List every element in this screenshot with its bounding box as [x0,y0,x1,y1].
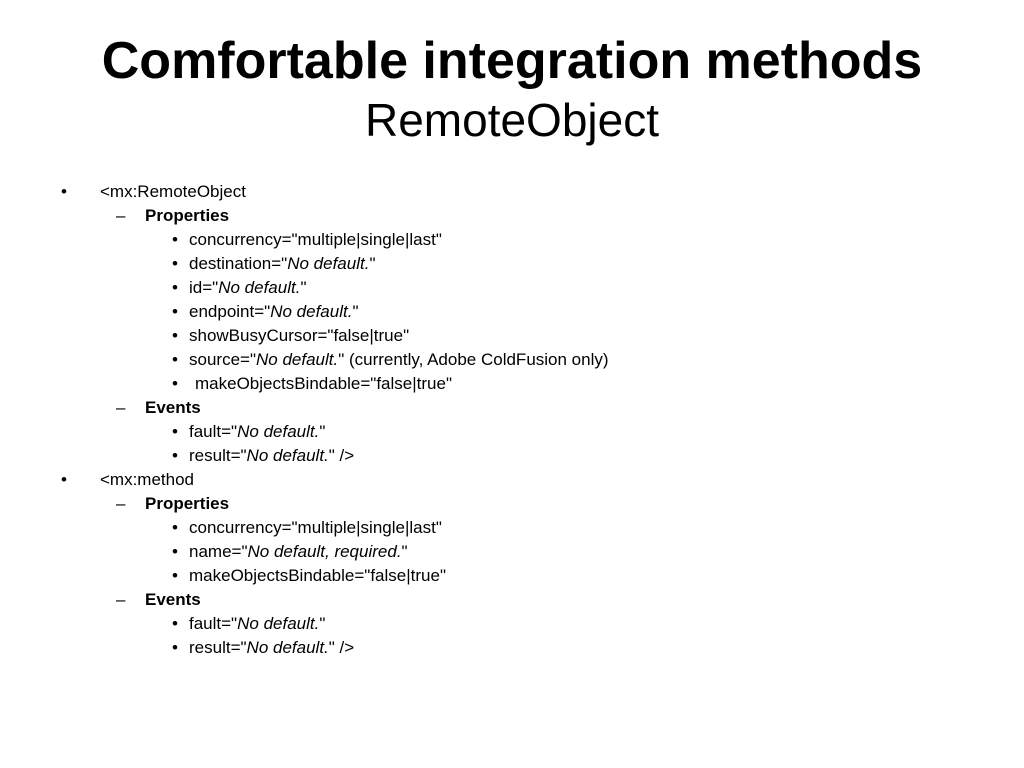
dash-bullet-icon: – [116,398,126,417]
text-segment: makeObjectsBindable="false|true" [189,566,446,585]
text-segment: fault=" [189,614,238,633]
list-item-text: Properties [145,494,230,513]
list-item-text: source="No default." (currently, Adobe C… [189,348,609,372]
list-item-text: result="No default." /> [189,636,354,660]
list-item-text: destination="No default." [189,252,375,276]
text-segment: " (currently, Adobe ColdFusion only) [338,350,609,369]
text-segment: " [352,302,359,321]
bullet-icon: • [61,470,67,489]
bullet-icon: • [172,446,178,465]
slide-title: Comfortable integration methods [101,32,923,90]
dash-bullet-icon: – [116,494,126,513]
bullet-icon: • [172,350,178,369]
text-segment: " /> [328,638,355,657]
italic-default-value: No default. [218,278,301,297]
text-segment: name=" [189,542,248,561]
bullet-icon: • [172,374,178,393]
text-segment: concurrency="multiple|single|last" [189,518,442,537]
list-item-text: makeObjectsBindable="false|true" [189,564,446,588]
list-item-text: fault="No default." [189,612,325,636]
bullet-icon: • [172,542,178,561]
list-item-text: endpoint="No default." [189,300,358,324]
bullet-icon: • [172,278,178,297]
bullet-icon: • [172,302,178,321]
italic-default-value: No default. [270,302,353,321]
bullet-icon: • [172,614,178,633]
text-segment: endpoint=" [189,302,271,321]
text-segment: " [300,278,307,297]
list-item-text: <mx:RemoteObject [100,182,246,201]
bullet-icon: • [172,254,178,273]
bullet-icon: • [172,422,178,441]
text-segment: " [319,614,326,633]
bullet-icon: • [172,566,178,585]
list-item-text: result="No default." /> [189,444,354,468]
text-segment: destination=" [189,254,288,273]
dash-bullet-icon: – [116,206,126,225]
text-segment: showBusyCursor="false|true" [189,326,410,345]
text-segment: " [369,254,376,273]
list-item-text: Properties [145,206,230,225]
list-item-text: fault="No default." [189,420,325,444]
list-item-text: makeObjectsBindable="false|true" [195,372,452,396]
slide-subtitle: RemoteObject [364,94,659,146]
list-item-text: Events [145,590,201,609]
italic-default-value: No default. [237,422,320,441]
text-segment: makeObjectsBindable="false|true" [195,374,452,393]
dash-bullet-icon: – [116,590,126,609]
list-item-text: concurrency="multiple|single|last" [189,516,442,540]
text-segment: " [401,542,408,561]
list-item-text: Events [145,398,201,417]
bullet-icon: • [172,518,178,537]
text-segment: fault=" [189,422,238,441]
list-item-text: showBusyCursor="false|true" [189,324,409,348]
list-item-text: name="No default, required." [189,540,408,564]
italic-default-value: No default. [287,254,370,273]
italic-default-value: No default, required. [247,542,402,561]
text-segment: concurrency="multiple|single|last" [189,230,442,249]
list-item-text: <mx:method [100,470,195,489]
italic-default-value: No default. [246,446,329,465]
text-segment: " /> [328,446,355,465]
bullet-icon: • [172,230,178,249]
italic-default-value: No default. [256,350,339,369]
italic-default-value: No default. [246,638,329,657]
title-block: Comfortable integration methods RemoteOb… [0,30,1024,148]
text-segment: result=" [189,638,247,657]
text-segment: " [319,422,326,441]
text-segment: result=" [189,446,247,465]
list-item-text: id="No default." [189,276,306,300]
list-item-text: concurrency="multiple|single|last" [189,228,442,252]
text-segment: id=" [189,278,219,297]
bullet-icon: • [172,326,178,345]
text-segment: source=" [189,350,256,369]
bullet-icon: • [61,182,67,201]
bullet-icon: • [172,638,178,657]
italic-default-value: No default. [237,614,320,633]
